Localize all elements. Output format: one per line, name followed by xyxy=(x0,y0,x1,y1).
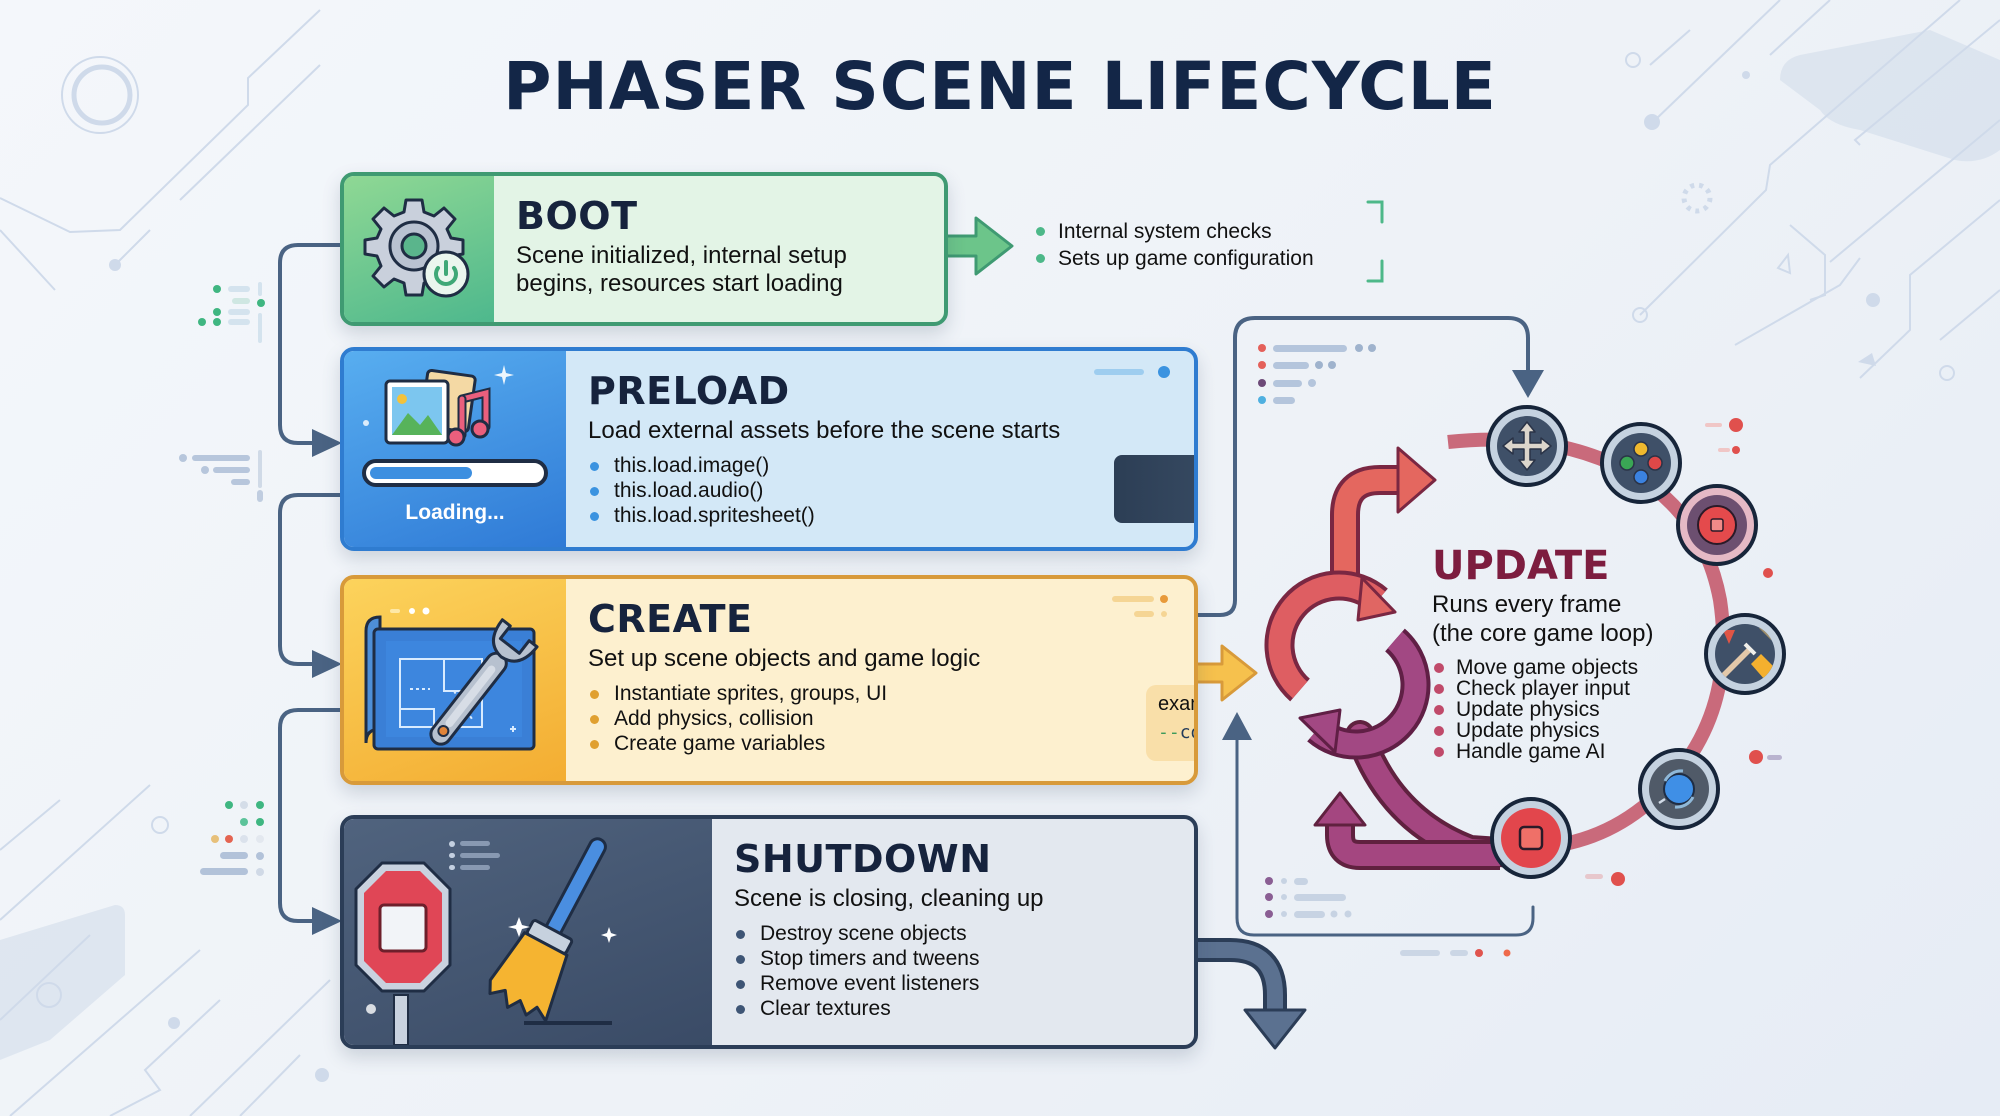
page-title: PHASER SCENE LIFECYCLE xyxy=(503,48,1497,125)
stage-title-create: CREATE xyxy=(588,597,753,641)
boot-side-note: Internal system checks xyxy=(1034,218,1314,245)
list-item: Check player input xyxy=(1432,678,1653,699)
list-item: Update physics xyxy=(1432,699,1653,720)
code-example-line-2: --code, concepts, } xyxy=(1158,722,1194,743)
list-item: this.load.spritesheet() xyxy=(588,503,1174,528)
stage-description-shutdown: Scene is closing, cleaning up xyxy=(734,885,1044,912)
window-dots-icon xyxy=(1112,595,1168,617)
list-item: Remove event listeners xyxy=(734,971,1174,996)
deco-dots-right-top xyxy=(1258,344,1376,404)
stop-sign-broom-icon xyxy=(354,837,617,1045)
loading-label: Loading... xyxy=(405,501,505,524)
bracket-bottom xyxy=(1366,259,1384,283)
shutdown-icon-panel xyxy=(344,819,712,1045)
preload-body: PRELOAD Load external assets before the … xyxy=(566,351,1194,547)
code-example-text: code, concepts, } xyxy=(1179,722,1194,743)
boot-side-notes: Internal system checks Sets up game conf… xyxy=(1034,218,1314,272)
deco-ring-outer xyxy=(61,56,139,134)
stage-title-shutdown: SHUTDOWN xyxy=(734,837,992,881)
deco-dots-left-2 xyxy=(179,450,263,502)
shutdown-exit-arrowhead xyxy=(1243,1008,1307,1050)
record-button-icon xyxy=(1676,484,1758,566)
blueprint-wrench-icon xyxy=(364,607,539,751)
connector-create-to-update-top xyxy=(1190,316,1530,617)
connector-boot-preload xyxy=(278,243,342,445)
connector-update-bottom-return xyxy=(1235,736,1535,937)
update-task-list: Move game objects Check player input Upd… xyxy=(1432,657,1653,762)
list-item: Instantiate sprites, groups, UI xyxy=(588,681,1174,706)
list-item: this.load.audio() xyxy=(588,478,1174,503)
stage-description-boot: Scene initialized, internal setup begins… xyxy=(516,242,847,297)
arrowhead-shutdown xyxy=(312,907,342,935)
stage-title-boot: BOOT xyxy=(516,194,638,238)
list-item: Destroy scene objects xyxy=(734,921,1174,946)
gamepad-buttons-icon xyxy=(1600,422,1682,504)
preload-icon-panel: Loading... xyxy=(344,351,566,547)
update-loop-ring xyxy=(1419,432,1731,857)
list-item: Create game variables xyxy=(588,731,1174,756)
boot-side-note: Sets up game configuration xyxy=(1034,245,1314,272)
move-arrows-icon xyxy=(1486,405,1568,487)
loading-spinner-panel xyxy=(1114,455,1198,523)
stage-description-create: Set up scene objects and game logic xyxy=(588,645,981,672)
preload-method-list: this.load.image() this.load.audio() this… xyxy=(588,453,1174,528)
update-subtitle-line-1: Runs every frame xyxy=(1432,591,1622,618)
create-task-list: Instantiate sprites, groups, UI Add phys… xyxy=(588,681,1174,756)
connector-create-shutdown xyxy=(278,708,342,923)
deco-ring-inner xyxy=(71,64,133,126)
boot-output-arrow xyxy=(938,216,1014,276)
orbit-refresh-icon xyxy=(1638,748,1720,830)
arrowhead-preload xyxy=(312,429,342,457)
list-item: Add physics, collision xyxy=(588,706,1174,731)
code-example-line-1: examples: { } xyxy=(1158,693,1194,715)
gear-power-icon xyxy=(363,198,470,298)
update-subtitle-line-2: (the core game loop) xyxy=(1432,620,1654,647)
shutdown-body: SHUTDOWN Scene is closing, cleaning up D… xyxy=(712,819,1194,1045)
stage-card-preload[interactable]: Loading... PRELOAD Load external assets … xyxy=(340,347,1198,551)
list-item: Move game objects xyxy=(1432,657,1653,678)
shutdown-exit-arrow xyxy=(1192,942,1283,1012)
create-body: CREATE Set up scene objects and game log… xyxy=(566,579,1194,781)
arrowhead-update-top xyxy=(1512,370,1544,398)
shutdown-task-list: Destroy scene objects Stop timers and tw… xyxy=(734,921,1174,1021)
list-item: this.load.image() xyxy=(588,453,1174,478)
deco-dots-left-1 xyxy=(198,282,265,343)
list-item: Clear textures xyxy=(734,996,1174,1021)
connector-preload-create xyxy=(278,493,342,666)
code-comment-prefix: -- xyxy=(1158,722,1180,743)
list-item: Update physics xyxy=(1432,720,1653,741)
stage-description-preload: Load external assets before the scene st… xyxy=(588,417,1061,444)
update-entry-arrow xyxy=(1334,469,1400,580)
deco-dots-left-3 xyxy=(200,801,264,876)
list-item: Handle game AI xyxy=(1432,741,1653,762)
stage-update[interactable]: UPDATE Runs every frame (the core game l… xyxy=(1432,543,1653,762)
stage-card-shutdown[interactable]: SHUTDOWN Scene is closing, cleaning up D… xyxy=(340,815,1198,1049)
create-output-arrow xyxy=(1188,644,1258,702)
create-icon-panel xyxy=(344,579,566,781)
stage-card-boot[interactable]: BOOT Scene initialized, internal setup b… xyxy=(340,172,948,326)
media-assets-icon xyxy=(362,365,548,487)
bracket-top xyxy=(1366,200,1384,224)
stage-card-create[interactable]: CREATE Set up scene objects and game log… xyxy=(340,575,1198,785)
arrowhead-create xyxy=(312,650,342,678)
deco-circuit xyxy=(0,9,321,234)
boot-body: BOOT Scene initialized, internal setup b… xyxy=(494,176,944,322)
stage-title-update: UPDATE xyxy=(1432,543,1610,589)
boot-icon-panel xyxy=(344,176,494,322)
physics-tools-icon xyxy=(1704,613,1786,695)
cycle-refresh-icon xyxy=(1264,570,1431,760)
loading-bar-fill xyxy=(370,467,472,479)
window-dots-icon xyxy=(1094,366,1170,378)
list-item: Stop timers and tweens xyxy=(734,946,1174,971)
spinner-icon xyxy=(1114,455,1198,523)
stop-button-icon xyxy=(1490,797,1572,879)
arrowhead-update-return xyxy=(1222,712,1252,740)
code-example-box: examples: { } --code, concepts, } xyxy=(1146,685,1194,761)
deco-dots-right-bottom xyxy=(1265,418,1782,957)
stage-title-preload: PRELOAD xyxy=(588,369,790,413)
